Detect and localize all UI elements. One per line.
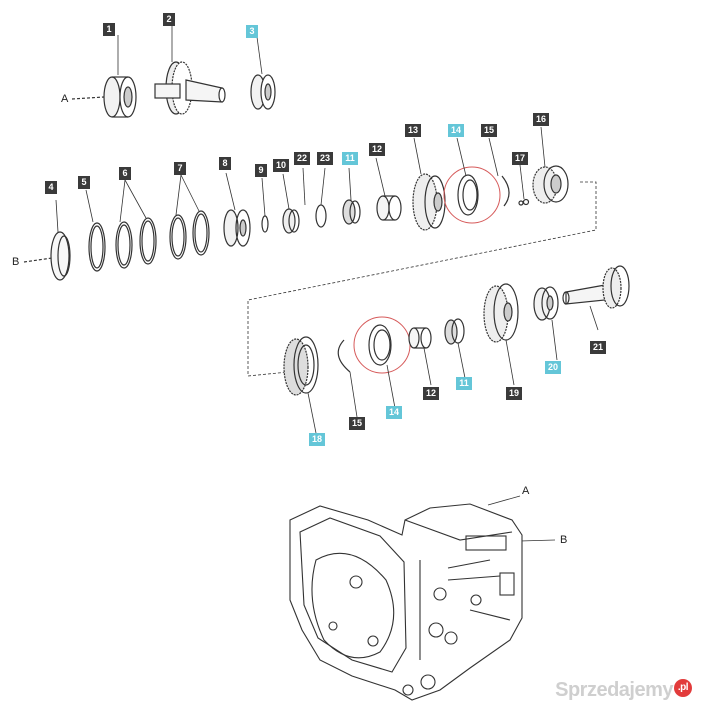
part-tag-18: 18 <box>309 433 325 446</box>
shaft-gear-part-2 <box>154 61 226 115</box>
bearing-part-1 <box>103 76 137 118</box>
sleeve-part-12 <box>376 195 402 221</box>
seal-part-4 <box>50 231 71 281</box>
washer-part-23 <box>315 204 327 228</box>
watermark-suffix: .pl <box>674 679 692 697</box>
bearing-part-8 <box>223 209 251 247</box>
label-a-top: A <box>61 93 69 105</box>
gear-part-13 <box>412 173 446 231</box>
bearing-part-20 <box>533 286 559 321</box>
watermark: Sprzedajemy.pl <box>555 679 692 702</box>
synchro-part-16 <box>532 165 569 204</box>
part-tag-14-bottom: 14 <box>386 406 402 419</box>
part-tag-19: 19 <box>506 387 522 400</box>
key-part-17 <box>518 198 530 206</box>
part-tag-20: 20 <box>545 361 561 374</box>
part-tag-11-top: 11 <box>342 152 358 165</box>
needle-bearing-part-11 <box>342 199 361 225</box>
label-b-housing: B <box>560 534 568 546</box>
part-tag-22: 22 <box>294 152 310 165</box>
clip-part-9 <box>261 215 269 233</box>
part-tag-5: 5 <box>78 176 90 189</box>
gear-part-19 <box>483 283 519 343</box>
shaft-part-21 <box>562 265 630 309</box>
sleeve-part-12b <box>408 327 432 349</box>
part-tag-6: 6 <box>119 167 131 180</box>
synchro-ring-part-14b <box>368 324 392 366</box>
part-tag-13: 13 <box>405 124 421 137</box>
part-tag-1: 1 <box>103 23 115 36</box>
part-tag-12-top: 12 <box>369 143 385 156</box>
part-tag-11-bottom: 11 <box>456 377 472 390</box>
part-tag-7: 7 <box>174 162 186 175</box>
part-tag-2: 2 <box>163 13 175 26</box>
part-tag-3: 3 <box>246 25 258 38</box>
part-tag-15-bottom: 15 <box>349 417 365 430</box>
label-b-left: B <box>12 256 20 268</box>
part-tag-17: 17 <box>512 152 528 165</box>
label-a-housing: A <box>522 485 530 497</box>
bearing-part-3 <box>250 74 276 110</box>
part-tag-23: 23 <box>317 152 333 165</box>
ring-part-5 <box>88 222 106 272</box>
ring-part-7b <box>192 210 210 256</box>
needle-bearing-part-11b <box>444 318 465 345</box>
synchro-ring-part-14 <box>457 174 479 216</box>
spring-part-15 <box>501 175 510 207</box>
spring-part-15b <box>337 339 351 373</box>
gearbox-housing <box>289 503 523 701</box>
part-tag-10: 10 <box>273 159 289 172</box>
ring-part-7a <box>169 214 187 260</box>
part-tag-16: 16 <box>533 113 549 126</box>
part-tag-12-bottom: 12 <box>423 387 439 400</box>
ring-part-6a <box>115 221 133 269</box>
ring-part-6b <box>139 217 157 265</box>
watermark-text: Sprzedajemy <box>555 679 673 701</box>
synchro-hub-part-18 <box>283 336 319 396</box>
part-tag-21: 21 <box>590 341 606 354</box>
part-tag-4: 4 <box>45 181 57 194</box>
part-tag-8: 8 <box>219 157 231 170</box>
part-tag-9: 9 <box>255 164 267 177</box>
collar-part-10 <box>282 208 300 234</box>
part-tag-15-top: 15 <box>481 124 497 137</box>
part-tag-14-top: 14 <box>448 124 464 137</box>
